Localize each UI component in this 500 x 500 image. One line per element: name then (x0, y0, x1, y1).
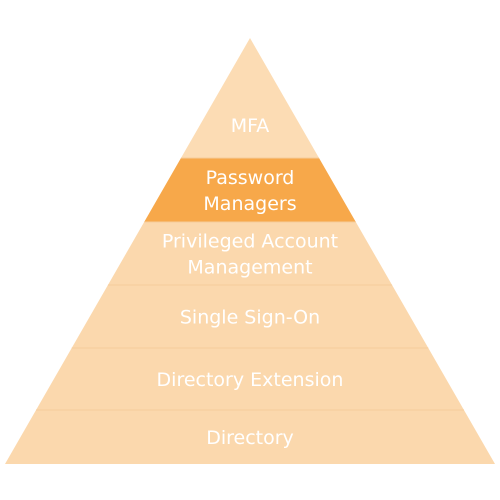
pyramid-layer-directory-extension (36, 348, 464, 410)
pyramid-layer-directory (5, 410, 495, 464)
pyramid-layer-mfa (180, 38, 320, 158)
label-line: Managers (203, 193, 296, 215)
label-single-sign-on: Single Sign-On (180, 307, 320, 329)
label-directory: Directory (206, 427, 294, 449)
label-line: MFA (231, 115, 270, 137)
label-line: Directory (206, 427, 294, 449)
label-line: Privileged Account (162, 231, 338, 253)
label-line: Single Sign-On (180, 307, 320, 329)
pyramid-layer-single-sign-on (71, 285, 429, 348)
label-line: Password (206, 167, 295, 189)
label-directory-extension: Directory Extension (157, 369, 344, 391)
label-line: Directory Extension (157, 369, 344, 391)
label-mfa: MFA (231, 115, 270, 137)
pyramid-layer-password-managers (144, 158, 356, 222)
pyramid-layer-privileged-account-management (107, 222, 393, 285)
pyramid-layers (5, 38, 495, 464)
label-line: Management (187, 257, 312, 279)
